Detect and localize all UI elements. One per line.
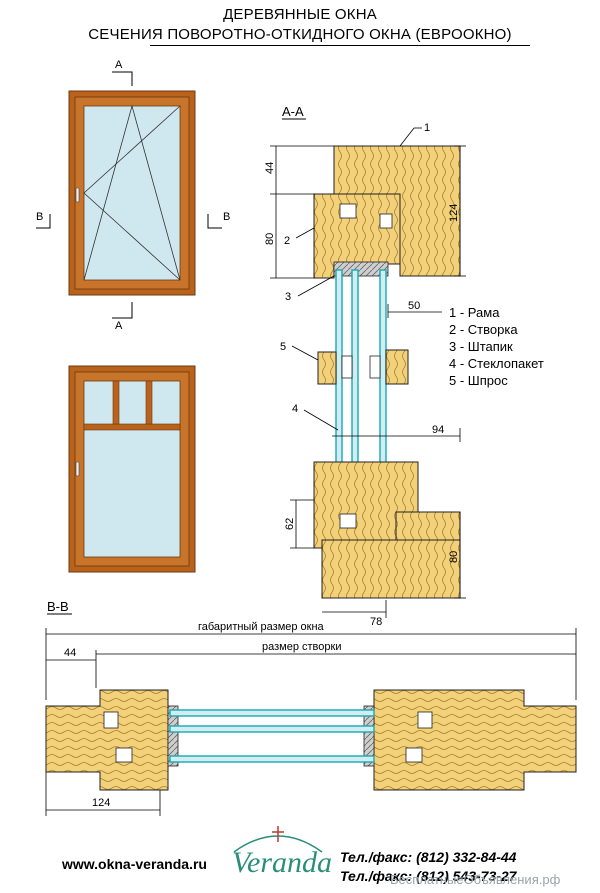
callout-4: 4 [292, 403, 298, 415]
window-2-handle [75, 461, 80, 477]
section-aa-drawing [313, 145, 461, 599]
cut-b-right: В [223, 211, 230, 223]
legend-item-glazing: 4 - Стеклопакет [449, 356, 544, 371]
legend: 1 - Рама 2 - Створка 3 - Штапик 4 - Стек… [449, 304, 544, 389]
title-line-2: СЕЧЕНИЯ ПОВОРОТНО-ОТКИДНОГО ОКНА (ЕВРООК… [88, 26, 512, 43]
brand-logo: Veranda [232, 846, 332, 879]
tilt-open-lines [83, 104, 181, 281]
bb-glass-pane-3 [169, 755, 375, 763]
dim-78: 78 [370, 616, 382, 628]
cut-a-bottom: А [115, 320, 123, 332]
bb-frame-left [45, 689, 169, 791]
dim-124-bottom: 124 [92, 797, 110, 809]
callout-1: 1 [424, 122, 430, 134]
bb-spacer-left [167, 705, 179, 767]
section-bb-drawing [45, 689, 577, 791]
bb-glass-pane-1 [169, 709, 375, 717]
muntin-vertical-2 [145, 380, 153, 425]
frame-bottom-profile [321, 539, 461, 599]
cut-markers [36, 71, 222, 319]
legend-item-sash: 2 - Створка [449, 322, 518, 337]
window-glass [83, 105, 181, 281]
dim-124-right: 124 [448, 204, 460, 222]
legend-item-frame: 1 - Рама [449, 305, 500, 320]
window-muntin-view [68, 365, 196, 573]
turn-open-lines [83, 105, 181, 281]
phone-2: Тел./факс: (812) 543-73-27 [340, 868, 517, 884]
dim-44-bottom: 44 [64, 647, 76, 659]
sash-size-label: размер створки [262, 641, 341, 653]
section-bb-dimensions [45, 628, 577, 816]
title-line-1: ДЕРЕВЯННЫЕ ОКНА [223, 6, 377, 23]
dim-50: 50 [408, 300, 420, 312]
dim-94: 94 [432, 424, 444, 436]
callout-3: 3 [285, 291, 291, 303]
section-aa-label: А-А [282, 104, 304, 119]
gabarit-label: габаритный размер окна [198, 621, 325, 633]
dim-62: 62 [284, 518, 296, 530]
dim-44-top: 44 [264, 162, 276, 174]
muntin-inner [385, 349, 409, 385]
window-handle [75, 187, 80, 203]
muntin-vertical-1 [112, 380, 120, 425]
bb-spacer-right [363, 705, 375, 767]
watermark: БесплатныеОбъявления.рф [390, 872, 561, 887]
legend-item-muntin: 5 - Шпрос [449, 373, 508, 388]
glass-pane-inner [379, 269, 387, 479]
callout-5: 5 [280, 341, 286, 353]
spacer-top [333, 261, 389, 277]
glass-pane-outer [335, 269, 343, 479]
legend-item-bead: 3 - Штапик [449, 339, 513, 354]
website-link[interactable]: www.okna-veranda.ru [62, 856, 207, 872]
title-underline [150, 45, 530, 46]
dim-80-right: 80 [448, 551, 460, 563]
section-bb-label: В-В [47, 599, 69, 614]
window-front-view [68, 90, 196, 296]
dim-80-left: 80 [264, 233, 276, 245]
phone-1: Тел./факс: (812) 332-84-44 [340, 849, 517, 865]
bb-frame-right [373, 689, 577, 791]
muntin-horizontal [83, 423, 181, 431]
cut-b-left: В [36, 211, 43, 223]
muntin-outer [317, 351, 337, 385]
cut-a-top: А [115, 59, 123, 71]
callout-2: 2 [284, 235, 290, 247]
section-aa-dimensions [270, 145, 466, 618]
window-2-glass [83, 380, 181, 558]
bb-glass-pane-2 [169, 725, 375, 733]
glass-pane-middle [351, 269, 359, 479]
